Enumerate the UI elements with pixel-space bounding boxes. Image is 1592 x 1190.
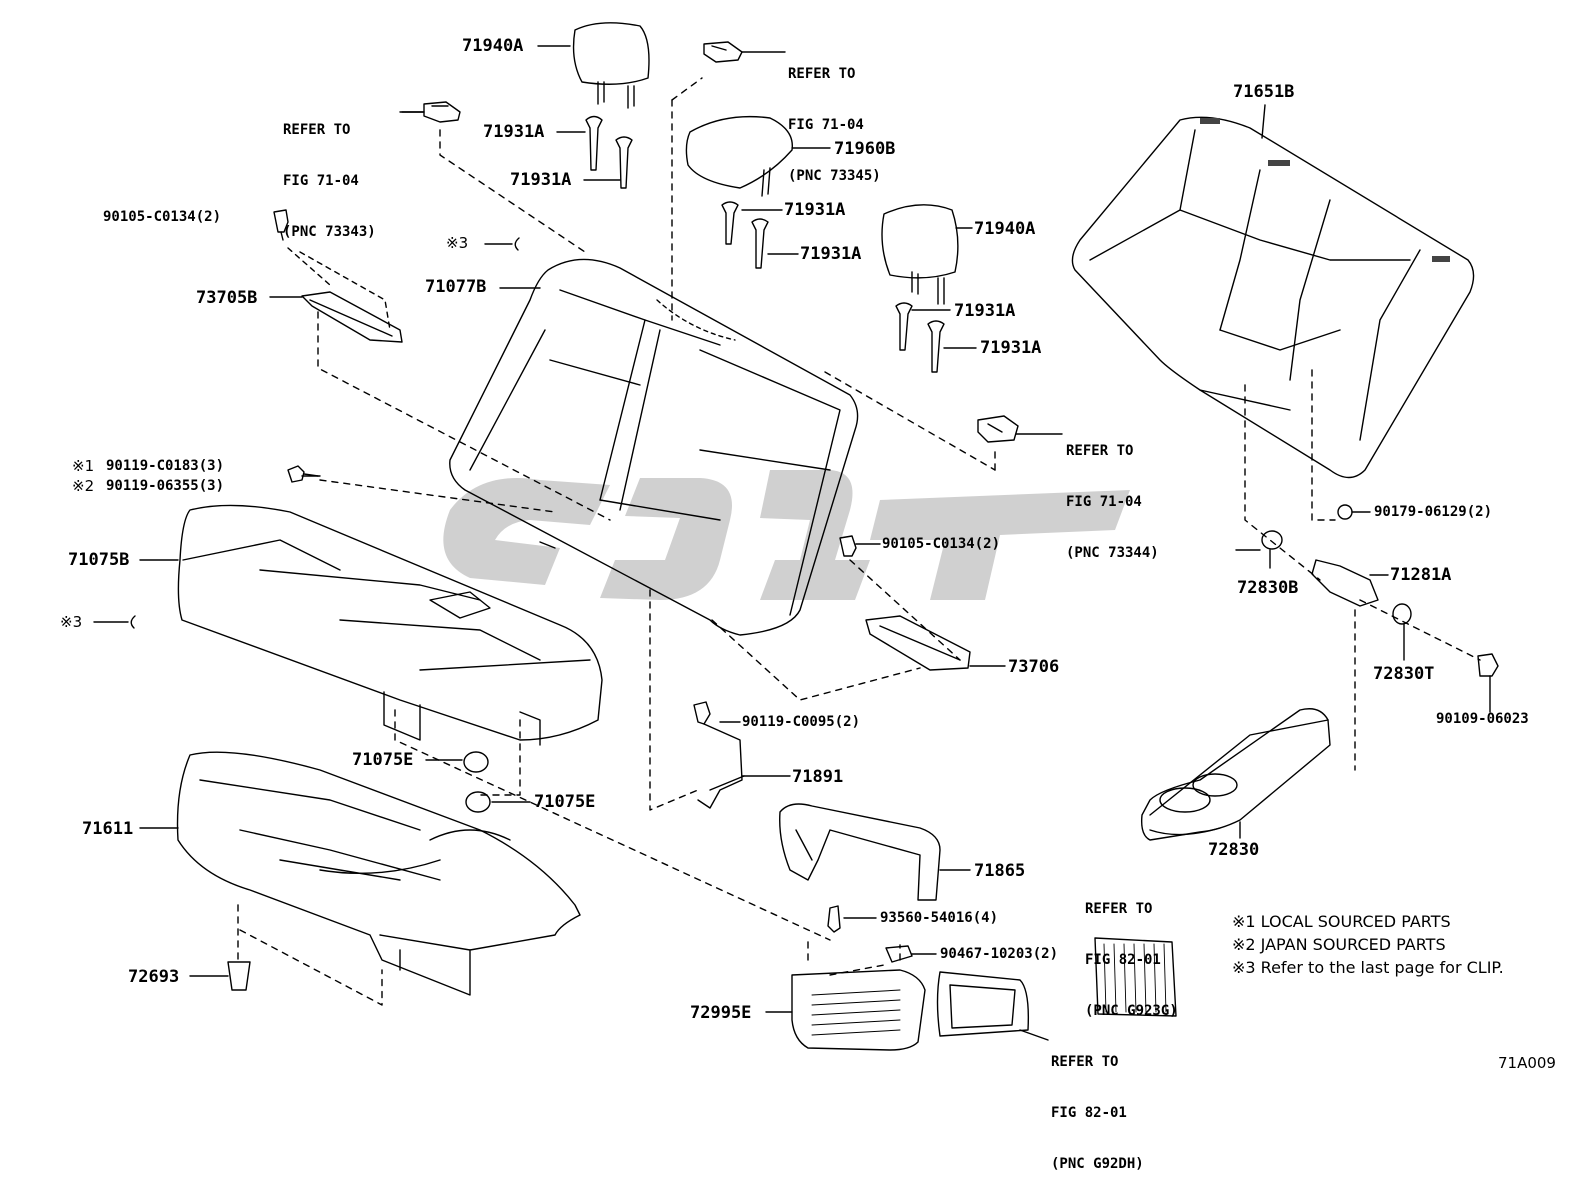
legend-japan-sourced: ※2 JAPAN SOURCED PARTS [1232,935,1446,954]
seat-cushion-71075b [139,504,603,746]
label-71940a-right: 71940A [974,219,1036,239]
label-93560-54016: 93560-54016(4) [880,910,999,926]
legend-local-sourced: ※1 LOCAL SOURCED PARTS [1232,912,1451,931]
label-71281a: 71281A [1390,565,1452,585]
refer-line: REFER TO [283,122,351,138]
label-71931a-4: 71931A [800,244,862,264]
label-71611: 71611 [82,819,134,839]
dashed-guides [237,77,1481,1006]
duct-g92dh [936,971,1049,1041]
label-90119-c0183: 90119-C0183(3) [106,458,225,474]
label-71865: 71865 [974,861,1026,881]
label-72693: 72693 [128,967,180,987]
mark-note-3-top: ※3 [446,234,469,252]
label-71931a-5: 71931A [954,301,1016,321]
guides-71931a-top [556,115,633,189]
label-71651b: 71651B [1233,82,1295,102]
refer-line: REFER TO [1066,443,1134,459]
refer-block-73345: REFER TO FIG 71-04 (PNC 73345) [788,32,881,202]
vent-72995e [765,969,926,1051]
label-71075e-2: 71075E [534,792,596,812]
label-71075e-1: 71075E [352,750,414,770]
refer-line: REFER TO [1051,1054,1119,1070]
refer-line: REFER TO [788,66,856,82]
mark-note-2: ※2 [72,477,95,495]
plugs-71075e [425,751,531,813]
label-71940a-top: 71940A [462,36,524,56]
refer-line: (PNC 73345) [788,168,881,184]
label-71891: 71891 [792,767,844,787]
armrest-72830 [1140,708,1331,841]
refer-line: FIG 82-01 [1085,952,1161,968]
bracket-71891 [693,701,791,809]
clip-90467 [885,945,937,963]
label-71931a-2: 71931A [510,170,572,190]
refer-line: FIG 71-04 [1066,494,1142,510]
refer-line: (PNC 73344) [1066,545,1159,561]
label-71077b: 71077B [425,277,487,297]
hinge-73706 [839,535,1006,671]
label-71931a-1: 71931A [483,122,545,142]
headrest-71960b [685,115,831,197]
mark-note-3-left: ※3 [60,613,83,631]
mark-note-1: ※1 [72,457,95,475]
refer-block-73343: REFER TO FIG 71-04 (PNC 73343) [283,88,376,258]
label-71960b: 71960B [834,139,896,159]
clip-73344 [977,415,1063,443]
refer-line: FIG 71-04 [283,173,359,189]
refer-block-g923g: REFER TO FIG 82-01 (PNC G923G) [1085,867,1178,1037]
label-72830t: 72830T [1373,664,1435,684]
watermark [443,470,1130,600]
headrest-71940a-right [881,204,973,305]
label-71931a-3: 71931A [784,200,846,220]
guides-71931a-center [721,201,799,269]
label-90179-06129: 90179-06129(2) [1374,504,1493,520]
legend-clip-note: ※3 Refer to the last page for CLIP. [1232,958,1504,977]
refer-line: REFER TO [1085,901,1153,917]
refer-line: (PNC G92DH) [1051,1156,1144,1172]
refer-line: FIG 82-01 [1051,1105,1127,1121]
leaders [399,111,1261,551]
clip-72693 [189,961,251,991]
label-73705b: 73705B [196,288,258,308]
label-90105-c0134-left: 90105-C0134(2) [103,209,222,225]
trim-71865 [779,803,971,901]
seatback-71077b [449,258,859,636]
refer-line: (PNC G923G) [1085,1003,1178,1019]
label-90119-c0095: 90119-C0095(2) [742,714,861,730]
figure-id: 71A009 [1498,1054,1556,1072]
guides-71931a-right [895,302,977,373]
label-90105-c0134-mid: 90105-C0134(2) [882,536,1001,552]
bolt-90119-c0183 [287,465,321,483]
label-90467-10203: 90467-10203(2) [940,946,1059,962]
clip-73345 [703,41,786,63]
refer-block-73344: REFER TO FIG 71-04 (PNC 73344) [1066,409,1159,579]
label-72995e: 72995E [690,1003,752,1023]
refer-line: (PNC 73343) [283,224,376,240]
label-72830: 72830 [1208,840,1260,860]
label-71075b: 71075B [68,550,130,570]
clip-symbols [93,237,520,629]
seat-parts-diagram [93,22,1499,1051]
filter-g923g [1094,937,1177,1017]
label-71931a-6: 71931A [980,338,1042,358]
hinge-73705b [269,209,403,343]
label-72830b: 72830B [1237,578,1299,598]
seat-pad-71611 [139,751,581,996]
label-90119-06355: 90119-06355(3) [106,478,225,494]
refer-line: FIG 71-04 [788,117,864,133]
refer-block-g92dh: REFER TO FIG 82-01 (PNC G92DH) [1051,1020,1144,1190]
headrest-71940a-top [537,22,650,109]
screw-93560 [827,905,877,933]
right-small-parts [1261,504,1499,713]
label-90109-06023: 90109-06023 [1436,711,1529,727]
label-73706: 73706 [1008,657,1060,677]
